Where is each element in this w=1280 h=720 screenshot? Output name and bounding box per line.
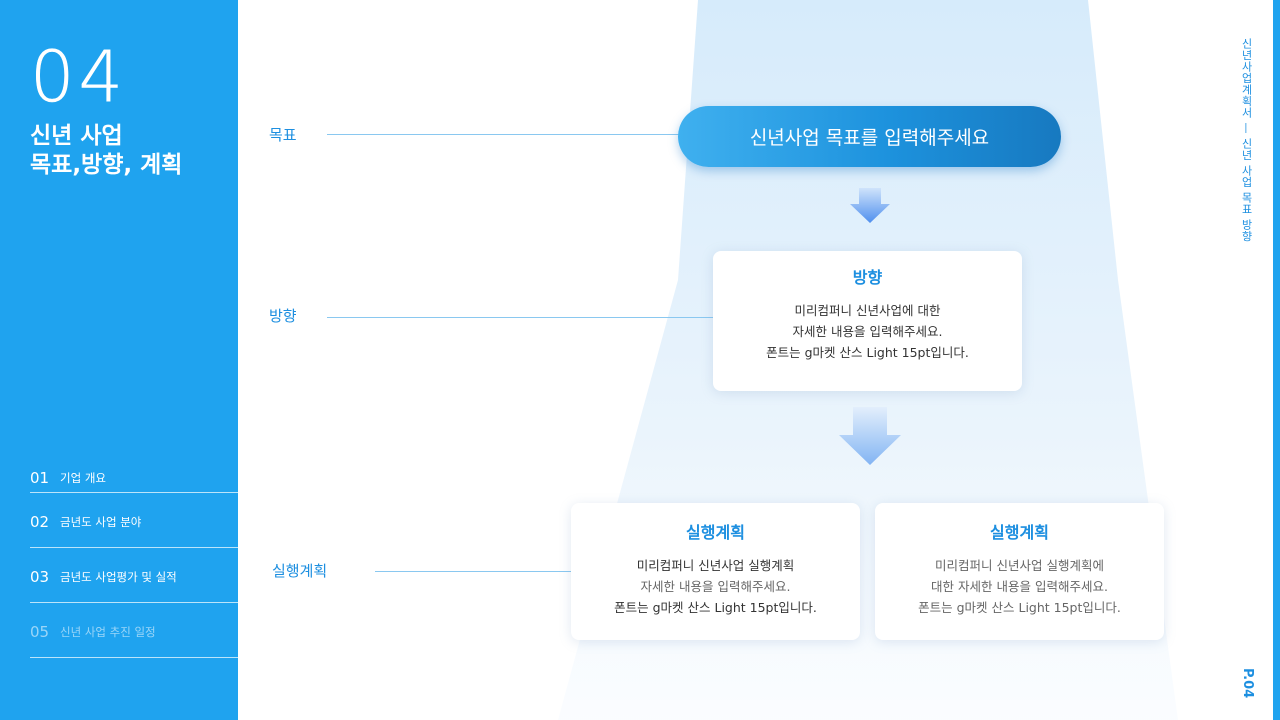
- nav-item-number: 05: [30, 623, 50, 641]
- plan-card-line: 미리컴퍼니 신년사업 실행계획에: [935, 558, 1104, 573]
- page-number: P.04: [1240, 668, 1255, 699]
- main-content: 목표 방향 실행계획 신년사업 목표를 입력해주세요 방향 미리컴퍼니 신년사업…: [238, 0, 1273, 720]
- direction-row-label: 방향: [269, 307, 297, 325]
- nav-item-label: 금년도 사업 분야: [60, 515, 142, 529]
- section-nav: 01 기업 개요 02 금년도 사업 분야 03 금년도 사업평가 및 실적 0…: [30, 460, 238, 658]
- down-arrow-icon: [850, 188, 890, 223]
- section-number: 04: [30, 36, 128, 119]
- section-title: 신년 사업 목표,방향, 계획: [30, 122, 182, 180]
- down-arrow-icon: [839, 407, 901, 465]
- nav-item-03[interactable]: 03 금년도 사업평가 및 실적: [30, 548, 238, 603]
- nav-item-number: 01: [30, 469, 50, 487]
- section-title-line2: 목표,방향, 계획: [30, 152, 183, 178]
- plan-card-title: 실행계획: [990, 523, 1049, 542]
- nav-item-02[interactable]: 02 금년도 사업 분야: [30, 493, 238, 548]
- plan-card-2: 실행계획 미리컴퍼니 신년사업 실행계획에 대한 자세한 내용을 입력해주세요.…: [875, 503, 1164, 640]
- plan-card-title: 실행계획: [686, 523, 745, 542]
- nav-item-number: 02: [30, 513, 50, 531]
- goal-text: 신년사업 목표를 입력해주세요: [749, 127, 990, 149]
- direction-card-line: 자세한 내용을 입력해주세요.: [792, 324, 943, 339]
- direction-card-line: 폰트는 g마켓 산스 Light 15pt입니다.: [766, 345, 969, 360]
- document-vertical-title: 신년사업계획서 — 신년 사업 목표 방향: [1240, 38, 1253, 242]
- plan-card-line: 폰트는 g마켓 산스 Light 15pt입니다.: [614, 600, 817, 615]
- sidebar: 04 신년 사업 목표,방향, 계획 01 기업 개요 02 금년도 사업 분야…: [0, 0, 238, 720]
- plan-row-label: 실행계획: [272, 562, 328, 580]
- nav-item-label: 금년도 사업평가 및 실적: [60, 570, 177, 584]
- nav-item-05[interactable]: 05 신년 사업 추진 일정: [30, 603, 238, 658]
- direction-card-line: 미리컴퍼니 신년사업에 대한: [794, 303, 941, 318]
- plan-card-line: 폰트는 g마켓 산스 Light 15pt입니다.: [918, 600, 1121, 615]
- goal-input-pill[interactable]: 신년사업 목표를 입력해주세요: [678, 106, 1061, 167]
- section-title-line1: 신년 사업: [30, 123, 123, 149]
- right-accent-strip: [1273, 0, 1280, 720]
- plan-card-line: 미리컴퍼니 신년사업 실행계획: [636, 558, 795, 573]
- nav-item-01[interactable]: 01 기업 개요: [30, 460, 238, 493]
- plan-card-line: 자세한 내용을 입력해주세요.: [640, 579, 791, 594]
- plan-card-line: 대한 자세한 내용을 입력해주세요.: [931, 579, 1108, 594]
- plan-card-1: 실행계획 미리컴퍼니 신년사업 실행계획 자세한 내용을 입력해주세요. 폰트는…: [571, 503, 860, 640]
- goal-connector-line: [327, 134, 679, 135]
- nav-item-label: 신년 사업 추진 일정: [60, 625, 156, 639]
- nav-item-label: 기업 개요: [60, 471, 106, 485]
- direction-connector-line: [327, 317, 713, 318]
- goal-row-label: 목표: [269, 126, 297, 144]
- plan-connector-line: [375, 571, 571, 572]
- direction-card-title: 방향: [852, 268, 883, 287]
- nav-item-number: 03: [30, 568, 50, 586]
- direction-card: 방향 미리컴퍼니 신년사업에 대한 자세한 내용을 입력해주세요. 폰트는 g마…: [713, 251, 1022, 391]
